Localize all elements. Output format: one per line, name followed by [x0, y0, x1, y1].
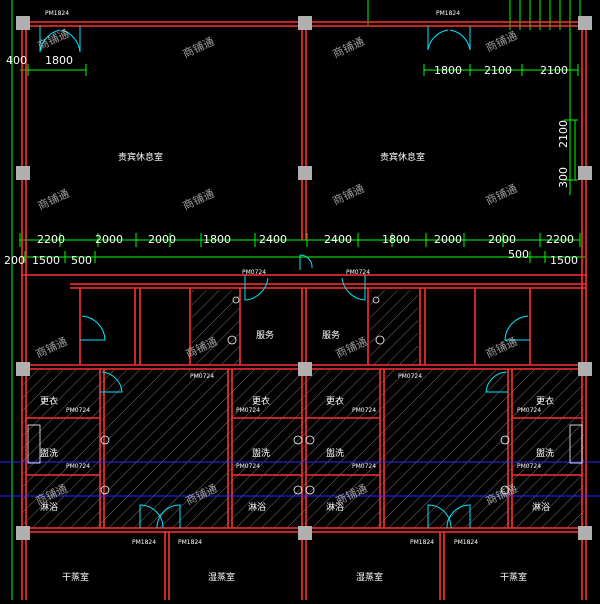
- room-changing-1: 更衣: [40, 395, 58, 407]
- dim-right-vert-1: 2100: [557, 120, 570, 148]
- door-tag-pm1824-bottom-3: PM1824: [410, 539, 434, 546]
- watermark: 商铺通: [180, 34, 216, 61]
- dim-mid-9: 2000: [488, 233, 516, 246]
- room-service-right: 服务: [322, 329, 340, 341]
- dim-top-left-2: 1800: [45, 54, 73, 67]
- door-tags: PM1824 PM1824 PM0724 PM0724 PM0724 PM072…: [45, 10, 541, 546]
- door-tag-pm1824-bottom-2: PM1824: [178, 539, 202, 546]
- room-changing-4: 更衣: [536, 395, 554, 407]
- dim-mid-7: 1800: [382, 233, 410, 246]
- blue-lines: [0, 461, 600, 497]
- door-tag-pm0724-row-right: PM0724: [398, 373, 422, 380]
- dimension-text: 400 1800 1800 2100 2100 2100 300 2200 20…: [4, 54, 578, 267]
- room-shower-4: 淋浴: [532, 501, 550, 513]
- door-tag-pm0724-row-left: PM0724: [190, 373, 214, 380]
- dim-top-right-3: 2100: [540, 64, 568, 77]
- watermark: 商铺通: [483, 181, 519, 208]
- room-washroom-1: 盥洗: [40, 447, 58, 459]
- service-hatch-right: [370, 290, 418, 365]
- dim-corridor-left-1: 200: [4, 254, 25, 267]
- door-tag-pm1824-top-left: PM1824: [45, 10, 69, 17]
- door-tag-pm0724-washroom-4: PM0724: [517, 463, 541, 470]
- dim-top-left-1: 400: [6, 54, 27, 67]
- service-hatch-left: [192, 290, 240, 365]
- room-changing-3: 更衣: [326, 395, 344, 407]
- watermark: 商铺通: [180, 186, 216, 213]
- dim-corridor-right-2: 1500: [550, 254, 578, 267]
- door-tag-pm0724-changing-2: PM0724: [236, 407, 260, 414]
- dim-mid-2: 2000: [95, 233, 123, 246]
- door-tag-pm0724-corridor-right: PM0724: [346, 269, 370, 276]
- door-tag-pm1824-bottom-1: PM1824: [132, 539, 156, 546]
- room-washroom-2: 盥洗: [252, 447, 270, 459]
- room-wet-sauna-left: 湿蒸室: [208, 571, 235, 583]
- dim-corridor-left-2: 1500: [32, 254, 60, 267]
- watermark: 商铺通: [330, 181, 366, 208]
- room-washroom-4: 盥洗: [536, 447, 554, 459]
- dim-mid-6: 2400: [324, 233, 352, 246]
- door-tag-pm0724-changing-1: PM0724: [66, 407, 90, 414]
- door-tag-pm0724-corridor-left: PM0724: [242, 269, 266, 276]
- watermark: 商铺通: [35, 186, 71, 213]
- doors: [39, 26, 530, 529]
- dim-mid-4: 1800: [203, 233, 231, 246]
- dim-mid-1: 2200: [37, 233, 65, 246]
- walls: [21, 21, 587, 600]
- door-tag-pm0724-changing-3: PM0724: [352, 407, 376, 414]
- room-shower-1: 淋浴: [40, 501, 58, 513]
- dim-corridor-left-3: 500: [71, 254, 92, 267]
- room-dry-sauna-right: 干蒸室: [500, 571, 527, 583]
- dim-mid-10: 2200: [546, 233, 574, 246]
- dim-top-right-1: 1800: [434, 64, 462, 77]
- door-tag-pm0724-washroom-3: PM0724: [352, 463, 376, 470]
- room-shower-3: 淋浴: [326, 501, 344, 513]
- door-tag-pm0724-washroom-1: PM0724: [66, 463, 90, 470]
- room-service-left: 服务: [256, 329, 274, 341]
- columns: [16, 16, 592, 540]
- dimension-lines: [11, 0, 585, 600]
- room-changing-2: 更衣: [252, 395, 270, 407]
- door-tag-pm1824-top-right: PM1824: [436, 10, 460, 17]
- stair-block: [509, 0, 581, 30]
- room-washroom-3: 盥洗: [326, 447, 344, 459]
- watermark: 商铺通: [330, 34, 366, 61]
- dim-top-right-2: 2100: [484, 64, 512, 77]
- watermark: 商铺通: [483, 28, 519, 55]
- room-vip-lounge-left: 贵宾休息室: [118, 151, 163, 163]
- room-shower-2: 淋浴: [248, 501, 266, 513]
- dim-mid-8: 2000: [434, 233, 462, 246]
- door-tag-pm0724-changing-4: PM0724: [517, 407, 541, 414]
- dim-corridor-right-1: 500: [508, 248, 529, 261]
- watermark: 商铺通: [483, 334, 519, 361]
- room-wet-sauna-right: 湿蒸室: [356, 571, 383, 583]
- door-tag-pm0724-washroom-2: PM0724: [236, 463, 260, 470]
- dim-mid-5: 2400: [259, 233, 287, 246]
- watermark: 商铺通: [35, 26, 71, 53]
- room-dry-sauna-left: 干蒸室: [62, 571, 89, 583]
- room-labels: 贵宾休息室 贵宾休息室 服务 服务 更衣 更衣 更衣 更衣 盥洗 盥洗 盥洗 盥…: [40, 151, 554, 583]
- watermark: 商铺通: [33, 334, 69, 361]
- fixtures: [27, 296, 583, 495]
- door-tag-pm1824-bottom-4: PM1824: [454, 539, 478, 546]
- wet-area-hatch: [22, 370, 584, 528]
- dim-mid-3: 2000: [148, 233, 176, 246]
- room-vip-lounge-right: 贵宾休息室: [380, 151, 425, 163]
- dim-right-vert-2: 300: [557, 167, 570, 188]
